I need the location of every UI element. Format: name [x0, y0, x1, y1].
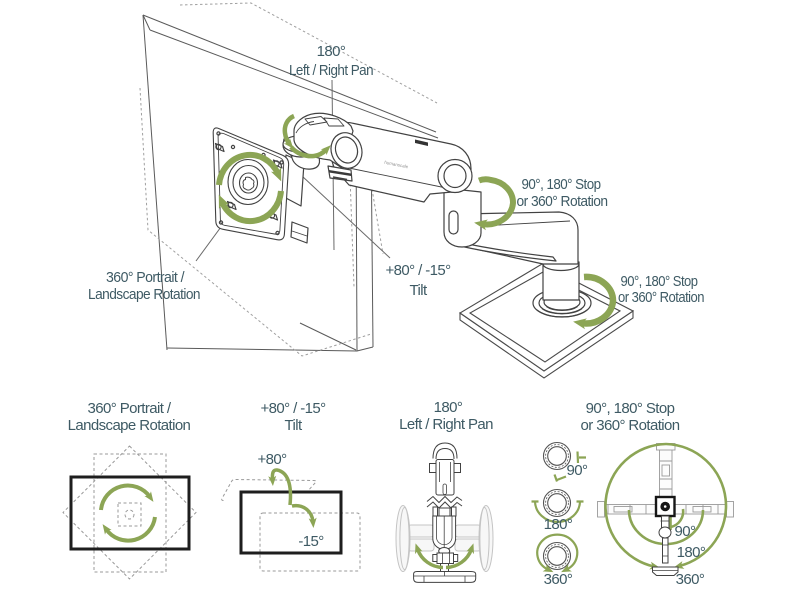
svg-text:180°: 180° [317, 43, 346, 60]
svg-text:humanscale: humanscale [384, 160, 409, 170]
svg-text:+80°: +80° [257, 451, 287, 468]
svg-text:360°: 360° [676, 571, 705, 588]
svg-text:180°: 180° [434, 399, 463, 416]
svg-text:360°: 360° [544, 571, 573, 588]
svg-text:Tilt: Tilt [409, 282, 427, 299]
svg-text:Landscape Rotation: Landscape Rotation [68, 417, 191, 434]
svg-text:90°, 180° Stop: 90°, 180° Stop [621, 273, 698, 290]
svg-text:Landscape Rotation: Landscape Rotation [88, 286, 200, 303]
svg-text:180°: 180° [544, 516, 573, 533]
svg-text:+80° / -15°: +80° / -15° [260, 400, 326, 417]
svg-text:90°, 180° Stop: 90°, 180° Stop [586, 400, 675, 417]
svg-text:90°: 90° [567, 462, 588, 479]
svg-text:360° Portrait /: 360° Portrait / [88, 400, 172, 417]
svg-text:90°: 90° [675, 523, 696, 540]
svg-text:Tilt: Tilt [284, 417, 302, 434]
svg-text:or 360° Rotation: or 360° Rotation [581, 417, 680, 434]
svg-text:or 360° Rotation: or 360° Rotation [618, 289, 704, 306]
svg-text:90°, 180° Stop: 90°, 180° Stop [522, 176, 601, 193]
svg-text:Left / Right Pan: Left / Right Pan [399, 416, 493, 433]
svg-text:or 360° Rotation: or 360° Rotation [517, 193, 608, 210]
svg-text:180°: 180° [677, 544, 706, 561]
svg-text:-15°: -15° [298, 533, 324, 550]
svg-text:Left / Right Pan: Left / Right Pan [289, 62, 373, 79]
svg-text:+80° / -15°: +80° / -15° [385, 262, 451, 279]
svg-text:360° Portrait /: 360° Portrait / [106, 269, 185, 286]
